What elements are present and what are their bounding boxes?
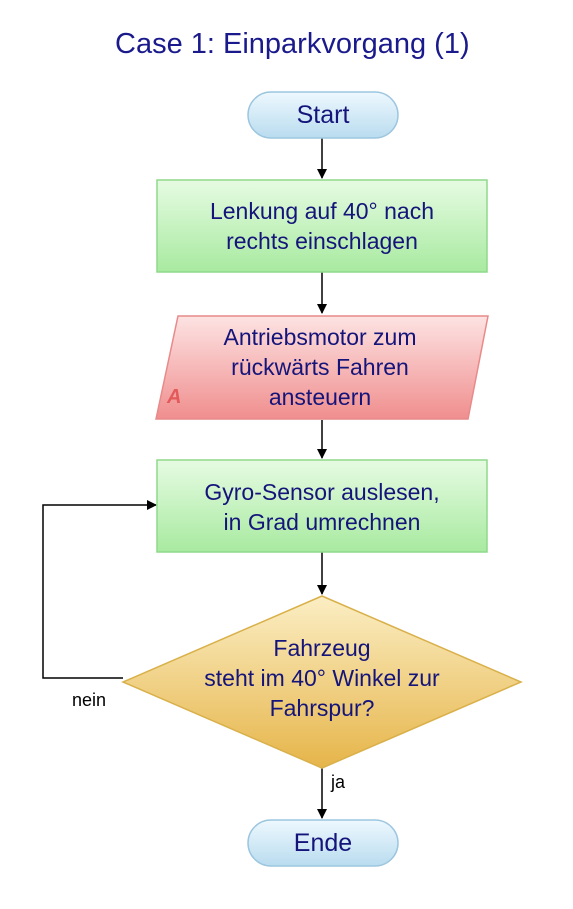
edge-decision-loop-back: [42, 500, 157, 679]
decision-line-2: steht im 40° Winkel zur: [204, 665, 440, 691]
diagram-title-text: Case 1: Einparkvorgang (1): [115, 28, 470, 60]
step1-line-1: Lenkung auf 40° nach: [209, 198, 435, 224]
edge-label-no: nein: [72, 690, 107, 710]
end-node: [247, 819, 399, 867]
step1-label: Lenkung auf 40° nach rechts einschlagen: [157, 196, 487, 256]
end-label: Ende: [293, 829, 353, 857]
io-line-3: ansteuern: [268, 384, 372, 410]
start-node: [247, 91, 399, 139]
io-line-1: Antriebsmotor zum: [223, 324, 417, 350]
io-label: Antriebsmotor zum rückwärts Fahren anste…: [160, 322, 480, 412]
edge-label-yes: ja: [331, 772, 346, 792]
process-step-steering: [156, 179, 488, 273]
io-step-motor: [155, 315, 489, 420]
step2-line-2: in Grad umrechnen: [223, 509, 421, 535]
decision-line-3: Fahrspur?: [269, 695, 375, 721]
io-line-2: rückwärts Fahren: [231, 354, 409, 380]
process-step-gyro: [156, 459, 488, 553]
start-label: Start: [296, 101, 350, 129]
io-marker: A: [167, 386, 182, 408]
step1-line-2: rechts einschlagen: [226, 228, 418, 254]
decision-label: Fahrzeug steht im 40° Winkel zur Fahrspu…: [160, 633, 484, 723]
step2-label: Gyro-Sensor auslesen, in Grad umrechnen: [157, 477, 487, 537]
decision-line-1: Fahrzeug: [273, 635, 371, 661]
decision-angle-check: [121, 595, 523, 769]
step2-line-1: Gyro-Sensor auslesen,: [204, 479, 440, 505]
